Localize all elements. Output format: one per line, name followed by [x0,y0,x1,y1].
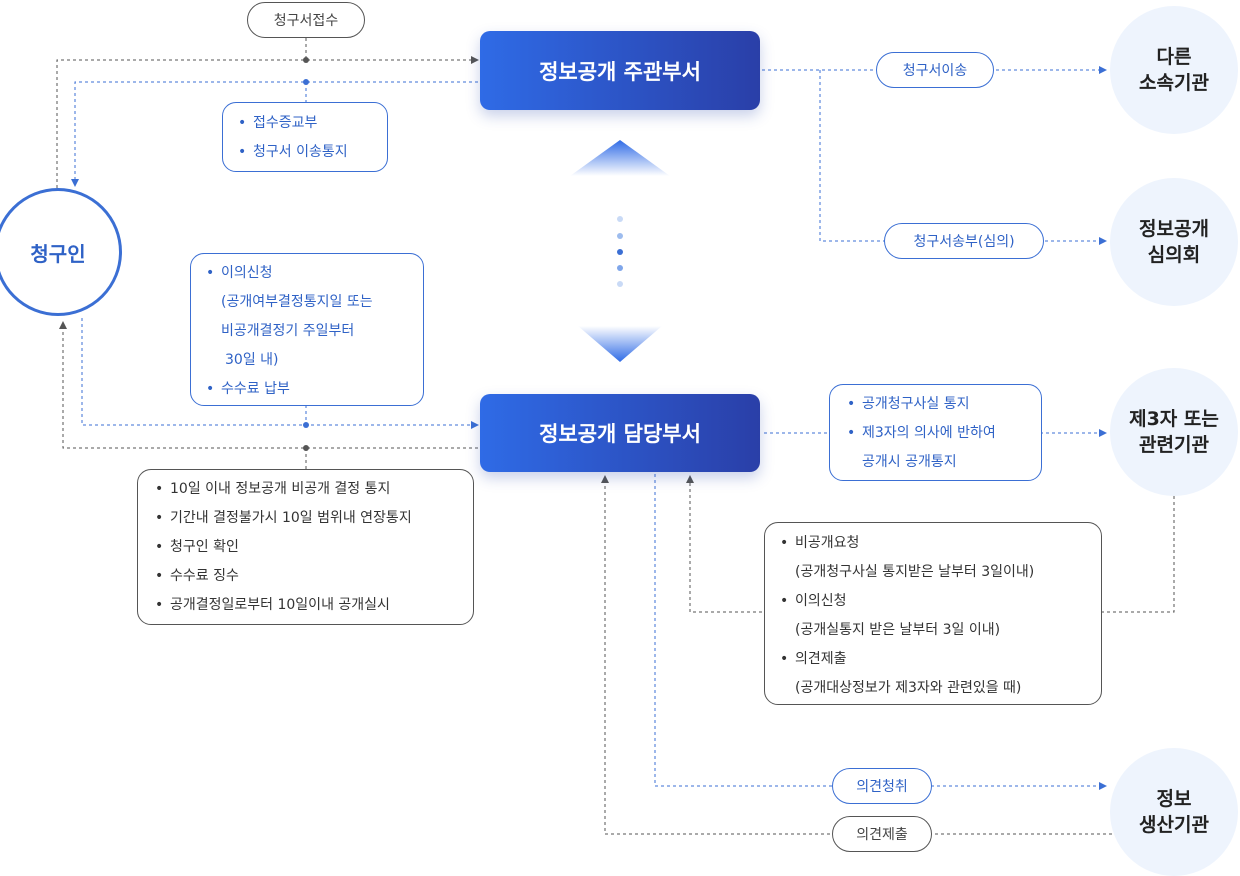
producer-node: 정보 생산기관 [1110,748,1238,876]
requester-label: 청구인 [30,241,86,266]
opinion-request-pill: 의견청취 [832,768,932,804]
line-third-response [686,475,1175,613]
third-party-line2: 관련기관 [1139,434,1209,456]
junction-dot [303,422,309,428]
list-item: •이의신청 (공개여부결정통지일 또는 비공개결정기 주일부터 30일 내) [206,265,373,368]
third-notice-box: •공개청구사실 통지 •제3자의 의사에 반하여 공개시 공개통지 [829,384,1042,481]
producer-line1: 정보 [1156,788,1192,810]
list-item: •의견제출 (공개대상정보가 제3자와 관련있을 때) [780,651,1022,696]
list-item: •비공개요청 (공개청구사실 통지받은 날부터 3일이내) [780,535,1035,580]
opinion-request-pill-label: 의견청취 [856,779,908,795]
objection-box: •이의신청 (공개여부결정통지일 또는 비공개결정기 주일부터 30일 내) •… [190,253,424,406]
third-response-box: •비공개요청 (공개청구사실 통지받은 날부터 3일이내) •이의신청 (공개실… [764,522,1102,705]
list-item: •이의신청 (공개실통지 받은 날부터 3일 이내) [780,593,1001,638]
line-decision [59,321,478,449]
main-dept-label: 정보공개 주관부서 [539,59,701,84]
transfer-pill-label: 청구서이송 [902,63,968,79]
committee-line1: 정보공개 [1139,218,1209,240]
opinion-submit-pill: 의견제출 [832,816,932,852]
charge-dept-node: 정보공개 담당부서 [480,394,760,472]
opinion-submit-pill-label: 의견제출 [856,827,908,843]
junction-dot [303,445,309,451]
producer-line2: 생산기관 [1139,814,1209,836]
list-item: •접수증교부 [238,115,318,131]
send-review-pill: 청구서송부(심의) [884,223,1044,259]
receipt-pill-label: 청구서접수 [273,13,339,29]
junction-dot [303,79,309,85]
requester-node: 청구인 [0,188,122,316]
line-receipt [56,56,479,188]
triangle-up [570,140,670,176]
committee-line2: 심의회 [1147,244,1201,266]
line-opinion-request [654,474,1107,790]
line-send-review [819,70,1107,245]
line-receipt-notice [71,81,478,187]
triangle-down [578,326,662,362]
third-party-line1: 제3자 또는 [1129,408,1219,430]
list-item: •수수료 징수 [155,568,239,584]
other-agency-node: 다른 소속기관 [1110,6,1238,134]
junction-dot [303,57,309,63]
committee-node: 정보공개 심의회 [1110,178,1238,306]
list-item: •10일 이내 정보공개 비공개 결정 통지 [155,481,391,497]
list-item: •공개결정일로부터 10일이내 공개실시 [155,597,390,613]
third-party-node: 제3자 또는 관련기관 [1110,368,1238,496]
list-item: •공개청구사실 통지 [847,396,970,412]
list-item: •기간내 결정불가시 10일 범위내 연장통지 [155,510,412,526]
other-agency-line2: 소속기관 [1139,72,1209,94]
line-opinion-submit [601,475,1112,835]
main-dept-node: 정보공개 주관부서 [480,31,760,110]
receipt-pill: 청구서접수 [247,2,365,38]
receipt-notice-box: •접수증교부 •청구서 이송통지 [222,102,388,172]
list-item: •청구서 이송통지 [238,144,348,160]
list-item: •제3자의 의사에 반하여 공개시 공개통지 [847,425,996,470]
decision-box: •10일 이내 정보공개 비공개 결정 통지 •기간내 결정불가시 10일 범위… [137,469,474,625]
list-item: •청구인 확인 [155,539,239,555]
list-item: •수수료 납부 [206,381,290,397]
charge-dept-label: 정보공개 담당부서 [539,422,701,446]
send-review-pill-label: 청구서송부(심의) [913,234,1015,250]
transfer-pill: 청구서이송 [876,52,994,88]
other-agency-line1: 다른 [1156,46,1192,68]
